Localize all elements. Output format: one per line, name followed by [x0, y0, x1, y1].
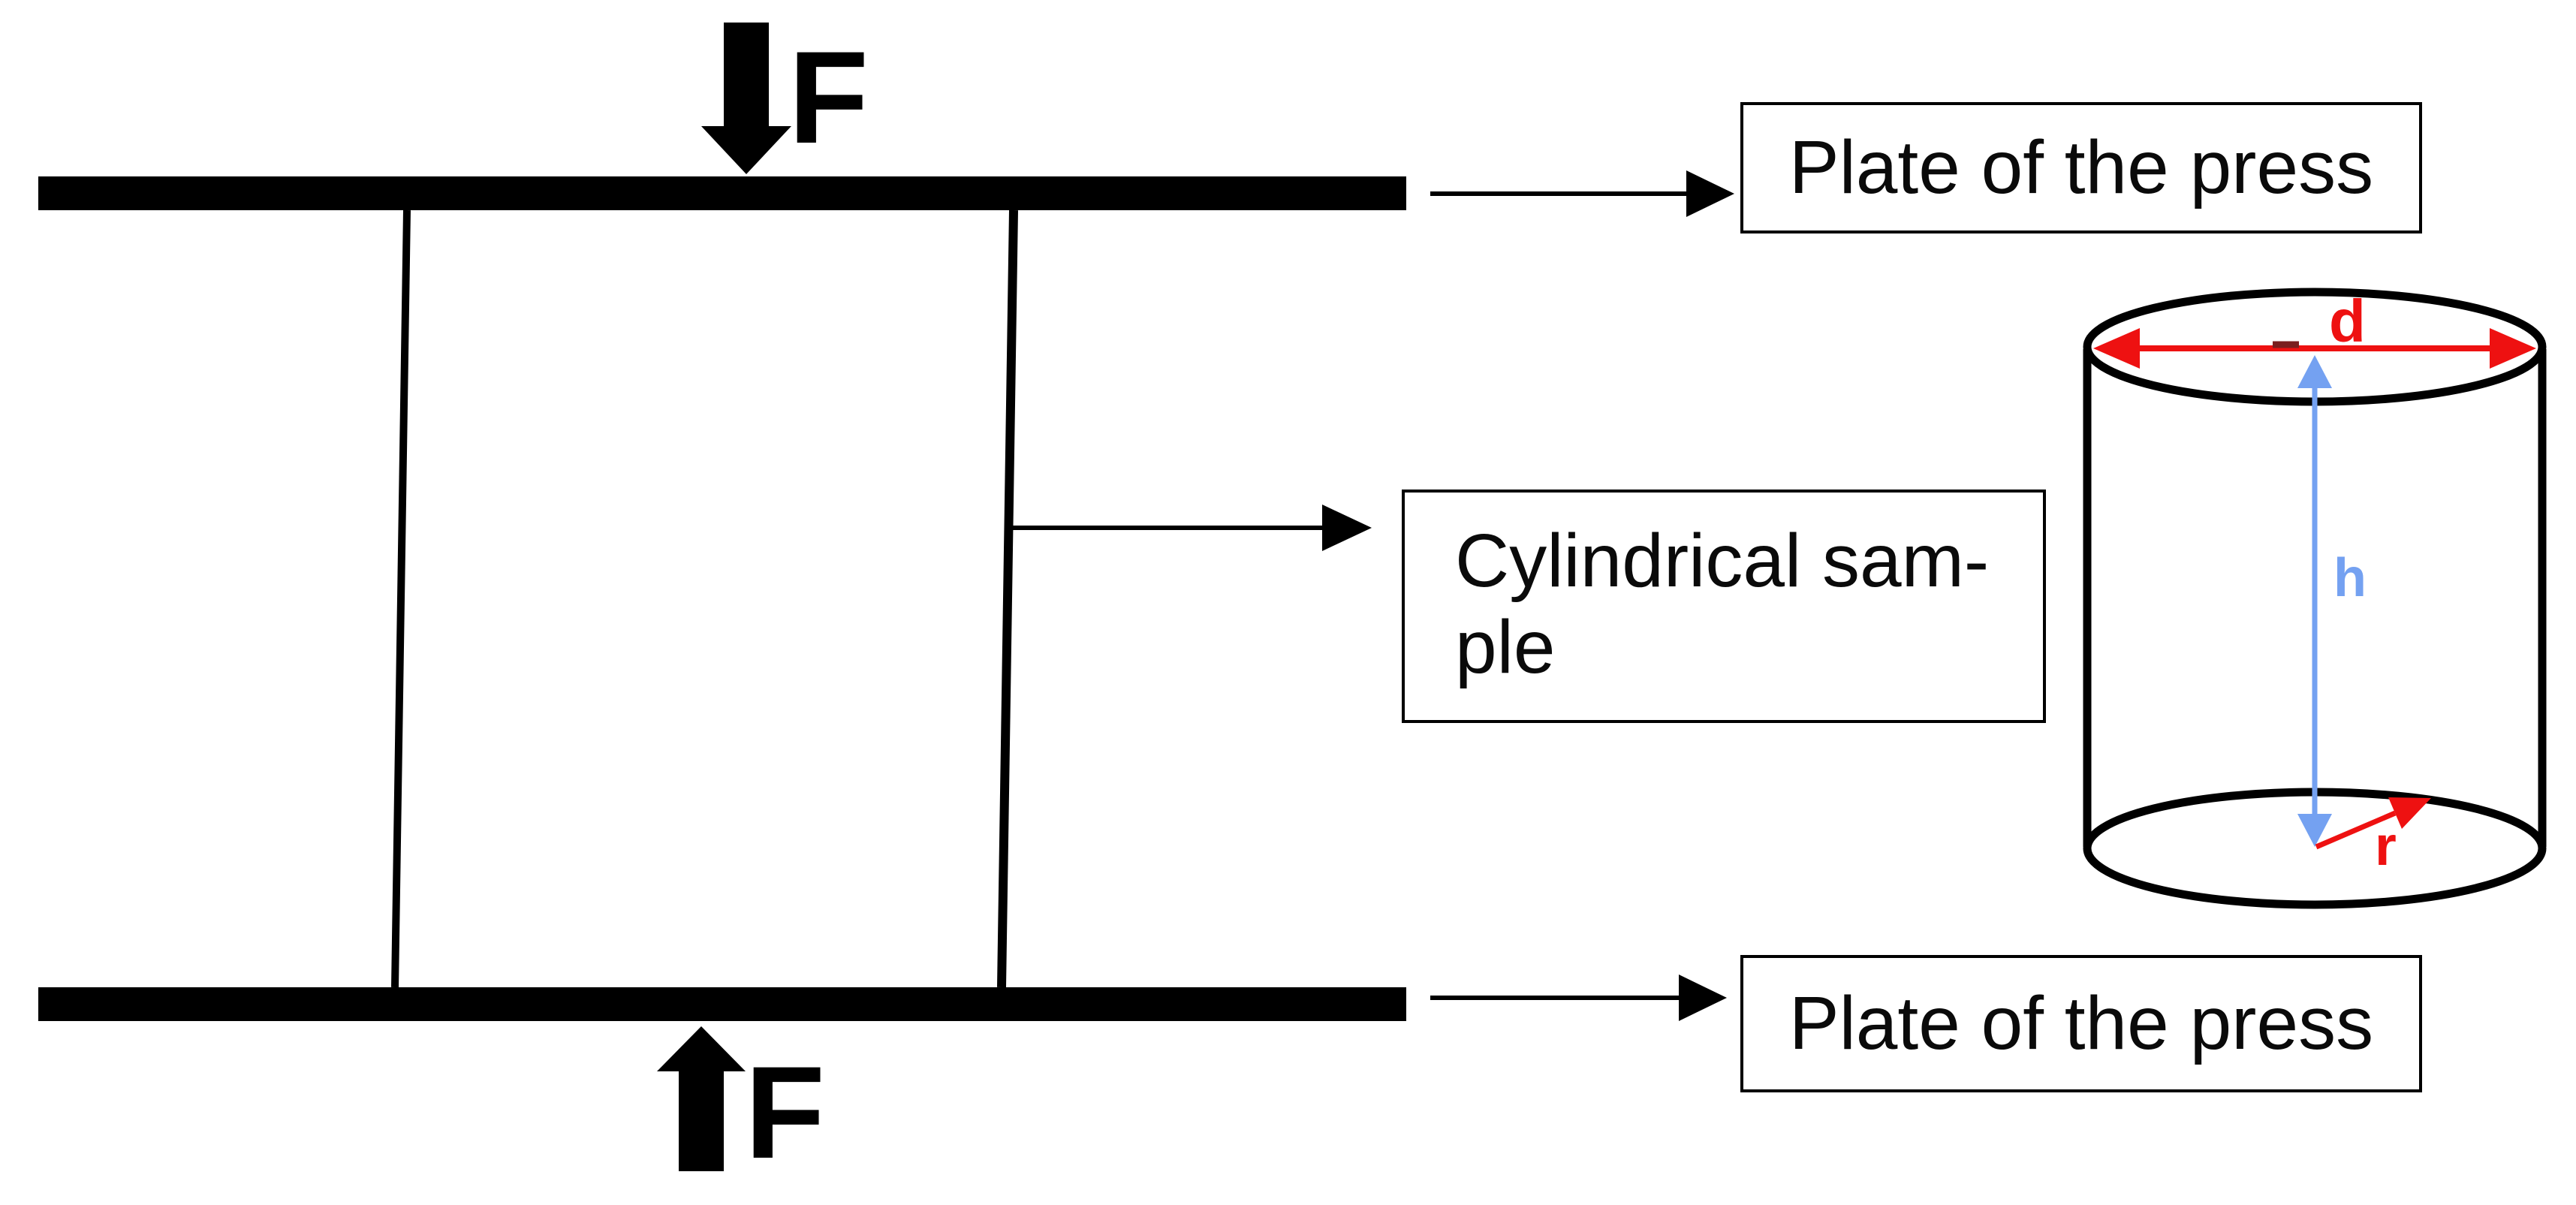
- pointer-arrow-bottom-plate-head: [1679, 975, 1727, 1021]
- bottom-plate-bar: [38, 987, 1406, 1021]
- top-plate-bar: [38, 176, 1406, 210]
- diameter-label: d: [2329, 288, 2366, 354]
- height-arrow: [2297, 355, 2332, 847]
- pointer-arrow-top-plate: [1430, 170, 1734, 217]
- radius-arrow-head: [2388, 797, 2431, 829]
- pointer-arrow-sample: [1010, 505, 1372, 551]
- sample-caption-box: Cylindrical sam- ple: [1402, 490, 2046, 723]
- pointer-arrow-top-plate-head: [1686, 170, 1734, 217]
- cylinder-sketch: [2083, 288, 2547, 909]
- pointer-arrow-bottom-plate: [1430, 975, 1727, 1021]
- force-down-arrow: [701, 23, 791, 174]
- plate-bottom-caption-box: Plate of the press: [1740, 955, 2422, 1092]
- force-up-arrow: [657, 1026, 746, 1171]
- radius-label: r: [2375, 815, 2397, 877]
- plate-bottom-caption-text: Plate of the press: [1788, 981, 2374, 1065]
- force-label-bottom: F: [745, 1040, 825, 1186]
- diameter-arrow: [2093, 328, 2536, 369]
- plate-top-caption-text: Plate of the press: [1788, 125, 2374, 209]
- pointer-arrow-sample-head: [1322, 505, 1372, 551]
- sample-caption-line1: Cylindrical sam-: [1455, 519, 1990, 603]
- radius-arrow-line: [2315, 810, 2397, 850]
- height-label: h: [2333, 548, 2367, 608]
- plate-top-caption-box: Plate of the press: [1740, 102, 2422, 233]
- sample-caption-line2: ple: [1455, 605, 1556, 689]
- height-arrow-head-bottom: [2297, 814, 2332, 847]
- radius-arrow: [2315, 797, 2431, 850]
- height-arrow-head-top: [2297, 355, 2332, 388]
- sample-right-edge: [997, 209, 1018, 988]
- diameter-arrow-head-left: [2093, 328, 2140, 369]
- force-label-top: F: [788, 25, 869, 171]
- sample-left-edge: [391, 209, 411, 988]
- diameter-arrow-head-right: [2490, 328, 2536, 369]
